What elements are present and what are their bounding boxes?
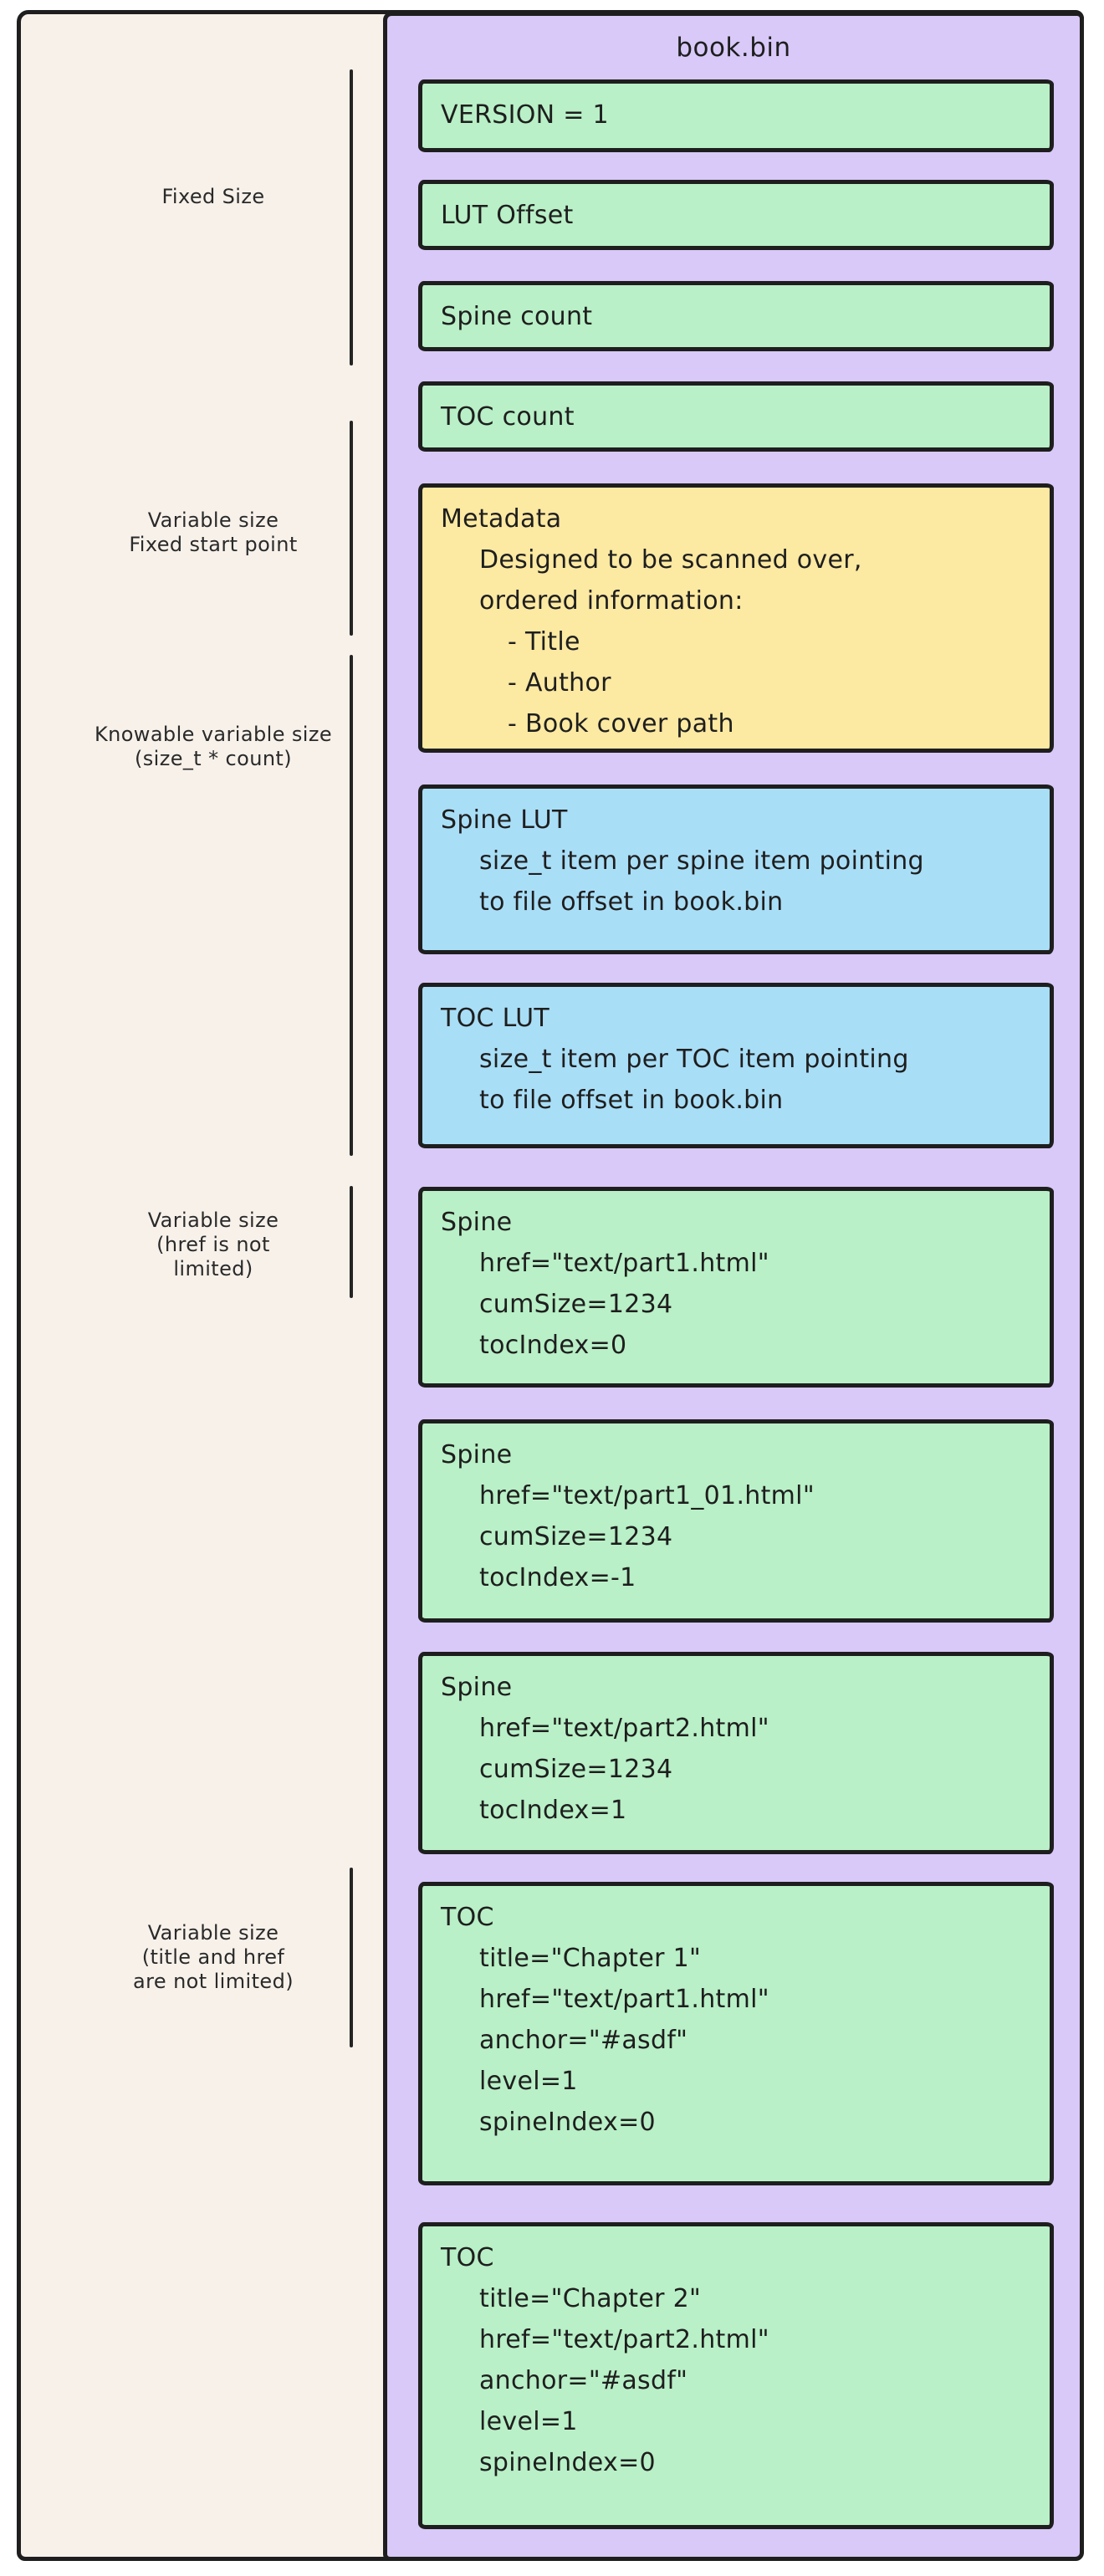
box-line: href="text/part1.html" xyxy=(479,1249,769,1278)
box-line: title="Chapter 1" xyxy=(479,1944,702,1973)
box-line: ordered information: xyxy=(479,586,744,616)
box-line: title="Chapter 2" xyxy=(479,2284,702,2313)
panel-title: book.bin xyxy=(676,33,791,63)
label-line: (size_t * count) xyxy=(134,747,293,770)
box-line: href="text/part1.html" xyxy=(479,1985,769,2014)
box-line: Spine count xyxy=(441,302,593,331)
bracket-variable-fixed-start xyxy=(350,421,353,636)
box-line: to file offset in book.bin xyxy=(479,1086,784,1115)
box-line: anchor="#asdf" xyxy=(479,2026,688,2055)
box-toc-1: TOC title="Chapter 1" href="text/part1.h… xyxy=(418,1882,1054,2185)
box-line: tocIndex=1 xyxy=(479,1796,627,1825)
box-line: cumSize=1234 xyxy=(479,1290,673,1319)
box-line: tocIndex=-1 xyxy=(479,1563,636,1592)
label-variable-title-href: Variable size (title and href are not li… xyxy=(75,1921,351,1994)
box-toc-lut: TOC LUT size_t item per TOC item pointin… xyxy=(418,983,1054,1148)
box-line: spineIndex=0 xyxy=(479,2448,656,2477)
box-spine-3: Spine href="text/part2.html" cumSize=123… xyxy=(418,1652,1054,1854)
box-line: href="text/part1_01.html" xyxy=(479,1481,815,1510)
box-metadata: Metadata Designed to be scanned over, or… xyxy=(418,483,1054,753)
box-line: Spine LUT xyxy=(441,805,568,835)
label-knowable-variable: Knowable variable size (size_t * count) xyxy=(75,723,351,771)
box-spine-lut: Spine LUT size_t item per spine item poi… xyxy=(418,785,1054,954)
box-line: Designed to be scanned over, xyxy=(479,545,862,575)
box-line: TOC count xyxy=(441,402,575,432)
box-version: VERSION = 1 xyxy=(418,79,1054,152)
box-line: Spine xyxy=(441,1673,513,1702)
label-line: Variable size xyxy=(147,1209,279,1232)
box-line: tocIndex=0 xyxy=(479,1331,627,1360)
box-line: size_t item per TOC item pointing xyxy=(479,1045,909,1074)
box-line: VERSION = 1 xyxy=(441,100,609,130)
box-line: TOC LUT xyxy=(441,1004,550,1033)
box-line: cumSize=1234 xyxy=(479,1522,673,1551)
label-line: are not limited) xyxy=(133,1970,294,1993)
label-line: Variable size xyxy=(147,1921,279,1945)
box-line: level=1 xyxy=(479,2067,578,2096)
box-line: cumSize=1234 xyxy=(479,1755,673,1784)
box-spine-1: Spine href="text/part1.html" cumSize=123… xyxy=(418,1187,1054,1388)
box-line: TOC xyxy=(441,1903,494,1932)
box-line: spineIndex=0 xyxy=(479,2108,656,2137)
box-line: - Author xyxy=(508,668,611,698)
label-line: Variable size xyxy=(147,509,279,532)
label-line: Knowable variable size xyxy=(94,723,333,746)
label-variable-fixed-start: Variable size Fixed start point xyxy=(75,509,351,557)
box-line: - Title xyxy=(508,627,580,657)
box-line: TOC xyxy=(441,2243,494,2272)
box-line: Spine xyxy=(441,1440,513,1469)
box-line: href="text/part2.html" xyxy=(479,1714,769,1743)
box-toc-count: TOC count xyxy=(418,381,1054,452)
bookbin-panel: book.bin VERSION = 1 LUT Offset Spine co… xyxy=(383,12,1084,2561)
box-line: anchor="#asdf" xyxy=(479,2366,688,2395)
box-spine-2: Spine href="text/part1_01.html" cumSize=… xyxy=(418,1419,1054,1623)
label-variable-href: Variable size (href is not limited) xyxy=(75,1209,351,1281)
bracket-fixed-size xyxy=(350,69,353,365)
box-line: Spine xyxy=(441,1208,513,1237)
bracket-variable-title-href xyxy=(350,1868,353,2047)
box-line: to file offset in book.bin xyxy=(479,887,784,917)
label-line: Fixed Size xyxy=(161,185,265,208)
bracket-variable-href xyxy=(350,1186,353,1298)
bracket-knowable-variable xyxy=(350,655,353,1156)
box-line: level=1 xyxy=(479,2407,578,2436)
box-spine-count: Spine count xyxy=(418,281,1054,351)
label-line: Fixed start point xyxy=(129,533,298,556)
label-line: limited) xyxy=(173,1257,253,1280)
label-fixed-size: Fixed Size xyxy=(75,185,351,209)
box-toc-2: TOC title="Chapter 2" href="text/part2.h… xyxy=(418,2222,1054,2529)
box-line: Metadata xyxy=(441,504,562,534)
box-lut-offset: LUT Offset xyxy=(418,180,1054,250)
label-line: (title and href xyxy=(141,1945,285,1969)
box-line: - Book cover path xyxy=(508,709,734,739)
box-line: href="text/part2.html" xyxy=(479,2325,769,2354)
label-line: (href is not xyxy=(156,1233,270,1256)
box-line: LUT Offset xyxy=(441,201,574,230)
box-line: size_t item per spine item pointing xyxy=(479,846,924,876)
